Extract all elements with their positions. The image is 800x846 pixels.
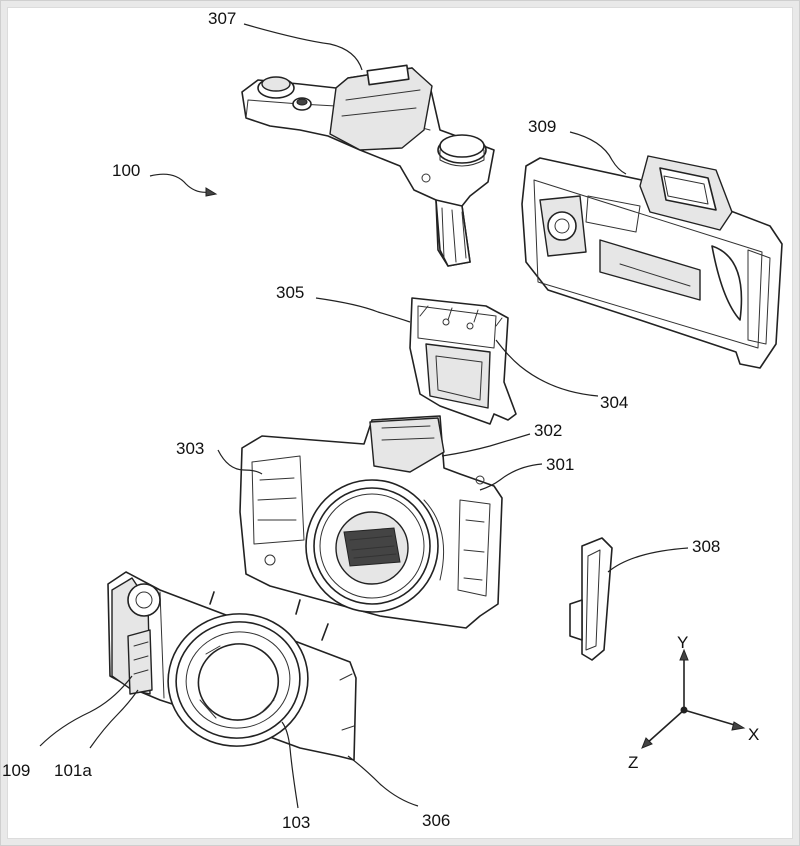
main-body-301-302-303 (240, 416, 502, 628)
ref-308: 308 (692, 537, 720, 556)
ref-306: 306 (422, 811, 450, 830)
ref-307: 307 (208, 9, 236, 28)
rear-cover-309 (522, 156, 782, 368)
ref-309: 309 (528, 117, 556, 136)
front-cover-306 (108, 572, 356, 760)
ref-101a: 101a (54, 761, 92, 780)
ref-109: 109 (2, 761, 30, 780)
sensor-unit-304-305 (410, 298, 516, 424)
ref-301: 301 (546, 455, 574, 474)
ref-302: 302 (534, 421, 562, 440)
ref-103: 103 (282, 813, 310, 832)
ref-303: 303 (176, 439, 204, 458)
axis-x-label: X (748, 725, 759, 744)
axis-z-label: Z (628, 753, 638, 772)
side-part-308 (570, 538, 612, 660)
ref-305: 305 (276, 283, 304, 302)
top-cover-307 (242, 65, 494, 266)
ref-304: 304 (600, 393, 628, 412)
coordinate-axes (642, 650, 744, 748)
axis-y-label: Y (677, 633, 688, 652)
ref-100: 100 (112, 161, 140, 180)
